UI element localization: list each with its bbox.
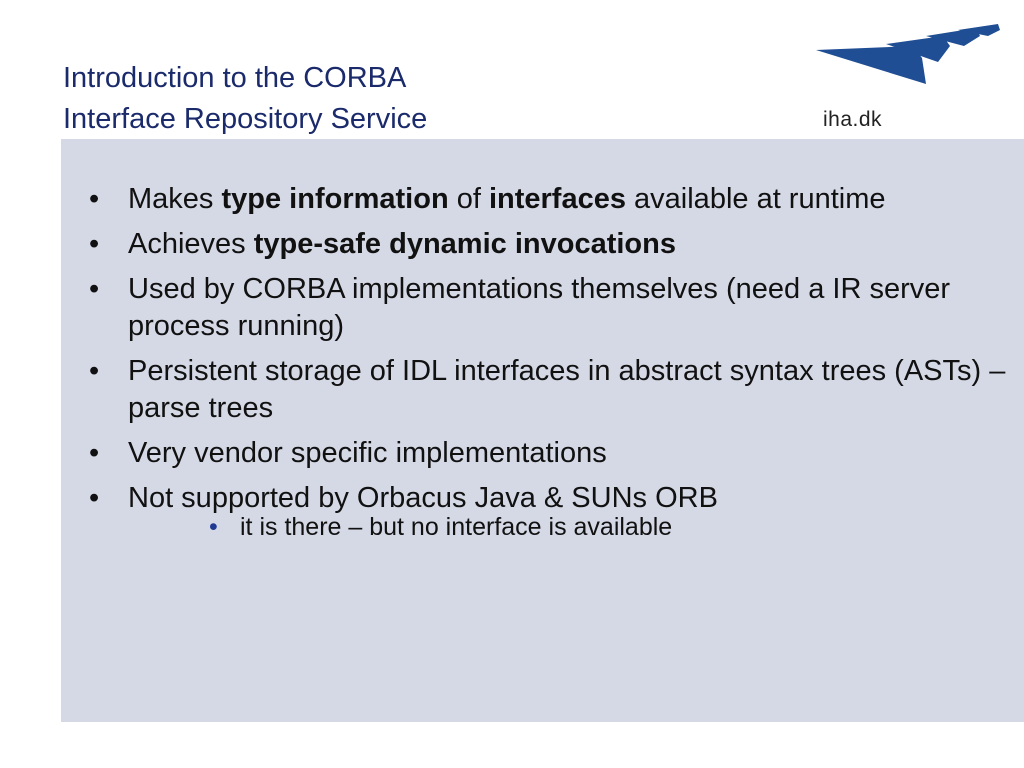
bullet-dot: •	[89, 437, 100, 469]
sub-bullet-item: • it is there – but no interface is avai…	[209, 513, 673, 541]
content-panel: • Makes type information of interfaces a…	[61, 139, 1024, 722]
logo-text: iha.dk	[823, 108, 883, 131]
bullet-dot: •	[89, 228, 100, 260]
logo-wing-3	[926, 28, 980, 46]
sub-bullet-dot: •	[209, 513, 218, 541]
iha-logo-icon	[816, 24, 1000, 84]
slide-title-line-2: Interface Repository Service	[63, 103, 428, 135]
bullet-dot: •	[89, 355, 100, 387]
bullet-dot: •	[89, 183, 100, 215]
bullet-dot: •	[89, 482, 100, 514]
logo-wing-4	[958, 24, 1000, 36]
logo-wing-1	[816, 46, 926, 84]
bullet-item: • Very vendor specific implementations	[61, 435, 1011, 472]
bullet-dot: •	[89, 273, 100, 305]
bullet-item: • Achieves type-safe dynamic invocations	[61, 226, 1011, 263]
logo-wing-2	[886, 36, 950, 62]
bullet-item: • Not supported by Orbacus Java & SUNs O…	[61, 480, 1011, 543]
bullet-list: • Makes type information of interfaces a…	[61, 181, 1011, 551]
bullet-item: • Persistent storage of IDL interfaces i…	[89, 355, 1006, 424]
bullet-item: • Makes type information of interfaces a…	[61, 181, 1011, 218]
slide-title-line-1: Introduction to the CORBA	[63, 62, 407, 94]
bullet-item: • Used by CORBA implementations themselv…	[89, 273, 951, 342]
sub-bullet-list: • it is there – but no interface is avai…	[128, 511, 1011, 543]
slide-title: Introduction to the CORBA Interface Repo…	[63, 58, 427, 140]
